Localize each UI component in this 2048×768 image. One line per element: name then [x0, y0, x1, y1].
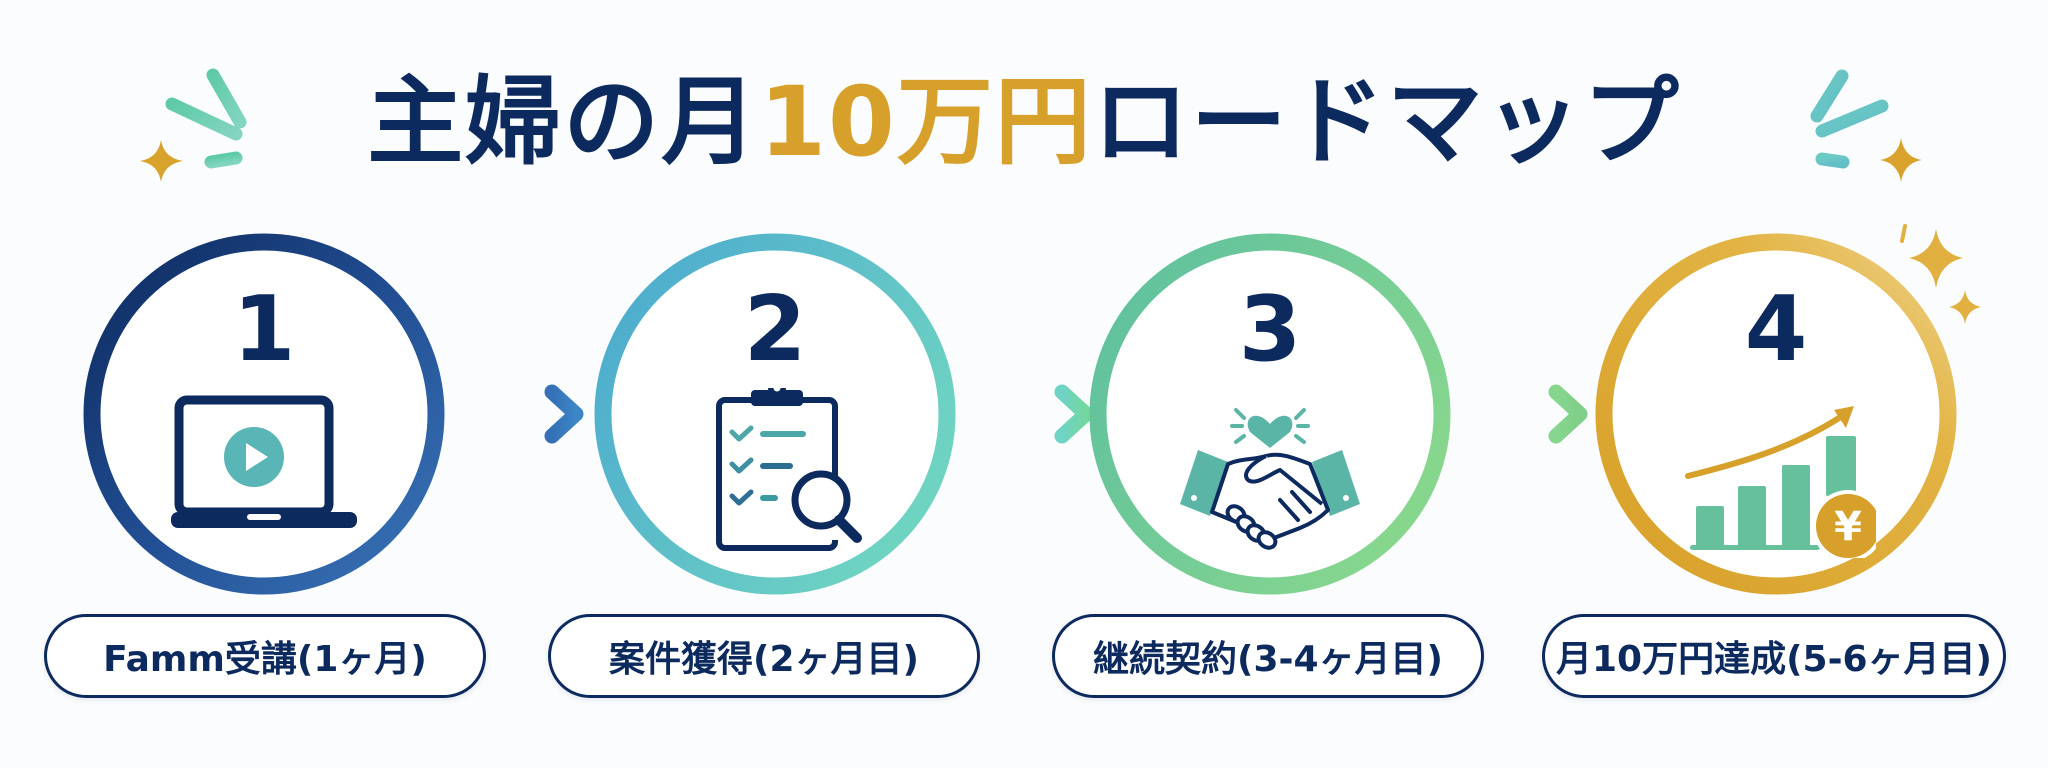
step-label-text: 継続契約(3-4ヶ月目) [1093, 639, 1443, 680]
step-1-label: Famm受講(1ヶ月) [44, 614, 486, 698]
step-number: 2 [743, 277, 807, 382]
step-2-ring [594, 233, 956, 595]
arrow-right-icon [1444, 384, 1588, 444]
step-2-label: 案件獲得(2ヶ月目) [548, 614, 980, 698]
title-accent-amount: 10万円 [759, 66, 1093, 178]
step-number: 1 [232, 277, 296, 382]
title-part1: 主婦の月 [367, 66, 760, 178]
arrow-right-icon [950, 384, 1094, 444]
page-title: 主婦の月10万円ロードマップ [0, 62, 2048, 182]
step-4: 4 ¥ [1590, 228, 1962, 600]
step-label-text: Famm受講(1ヶ月) [103, 639, 427, 680]
step-label-text: 月10万円達成(5-6ヶ月目) [1555, 639, 1993, 680]
clipboard-search-icon [716, 388, 862, 551]
step-label-text: 案件獲得(2ヶ月目) [609, 639, 919, 680]
handshake-heart-icon [1180, 408, 1360, 550]
step-1: 1 [78, 228, 450, 600]
title-part3: ロードマップ [1092, 66, 1681, 178]
step-2: 2 [589, 228, 961, 600]
step-3-label: 継続契約(3-4ヶ月目) [1052, 614, 1484, 698]
growth-chart-yen-icon: ¥ [1685, 406, 1876, 558]
laptop-play-icon [171, 395, 357, 528]
yen-symbol: ¥ [1834, 504, 1862, 550]
step-3: 3 [1084, 228, 1456, 600]
step-4-label: 月10万円達成(5-6ヶ月目) [1542, 614, 2006, 698]
step-number: 4 [1744, 277, 1808, 382]
step-number: 3 [1238, 277, 1302, 382]
arrow-right-icon [440, 384, 584, 444]
